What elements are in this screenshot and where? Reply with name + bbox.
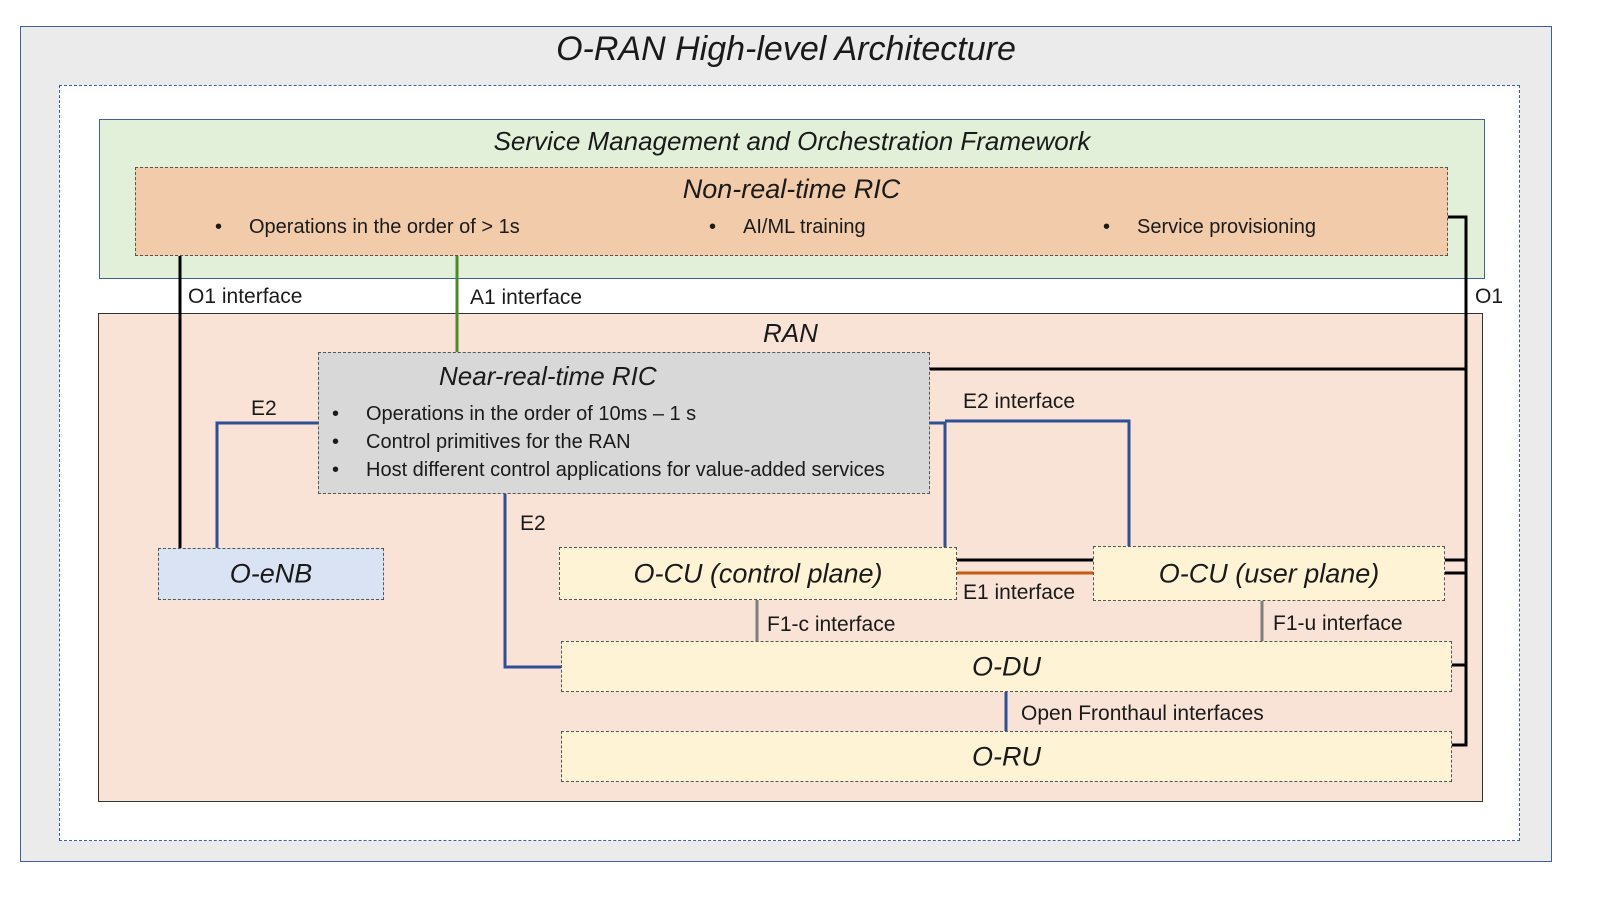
oenb-label: O-eNB [229,558,313,589]
odu-label: O-DU [972,651,1041,681]
non-rt-ric-box: Non-real-time RIC Operations in the orde… [135,167,1448,256]
e2-odu-line [503,494,561,669]
non-rt-ric-bullet: Service provisioning [1103,216,1316,239]
diagram-title: O-RAN High-level Architecture [556,30,1016,68]
near-rt-ric-title: Near-real-time RIC [439,361,657,391]
oenb-node: O-eNB [158,548,384,600]
near-rt-ric-bullet: Host different control applications for … [332,459,885,482]
ocu-cp-node: O-CU (control plane) [559,547,957,600]
near-rt-ric-box: Near-real-time RIC Operations in the ord… [318,352,930,494]
e1-interface-label: E1 interface [963,581,1076,604]
non-rt-ric-bullet: AI/ML training [709,216,866,239]
ocu-up-node: O-CU (user plane) [1093,546,1445,601]
smo-title: Service Management and Orchestration Fra… [493,126,1091,156]
o1-interface-label: O1 interface [188,285,303,308]
e2-odu-label: E2 [520,512,546,535]
odu-node: O-DU [561,641,1452,692]
open-fronthaul-label: Open Fronthaul interfaces [1021,702,1264,725]
e2-oenb-label: E2 [251,397,277,420]
oru-label: O-RU [972,741,1041,771]
a1-interface-label: A1 interface [470,286,583,309]
ocu-up-label: O-CU (user plane) [1158,558,1380,588]
f1u-interface-label: F1-u interface [1273,612,1403,635]
e2-oenb-line [215,421,318,548]
e2-ocu-up-line [945,419,1131,546]
non-rt-ric-title: Non-real-time RIC [682,174,901,204]
f1c-interface-label: F1-c interface [767,613,896,636]
o1-right-trunk [1448,215,1468,747]
e2-ocu-cp-line [930,421,947,547]
ran-title: RAN [763,318,818,348]
non-rt-ric-bullet: Operations in the order of > 1s [215,216,520,239]
near-rt-ric-bullet: Control primitives for the RAN [332,431,630,454]
ocu-cp-label: O-CU (control plane) [633,558,883,588]
o1-label: O1 [1475,285,1504,308]
e2-interface-label: E2 interface [963,390,1076,413]
near-rt-ric-bullet: Operations in the order of 10ms – 1 s [332,403,696,426]
oru-node: O-RU [561,731,1452,782]
